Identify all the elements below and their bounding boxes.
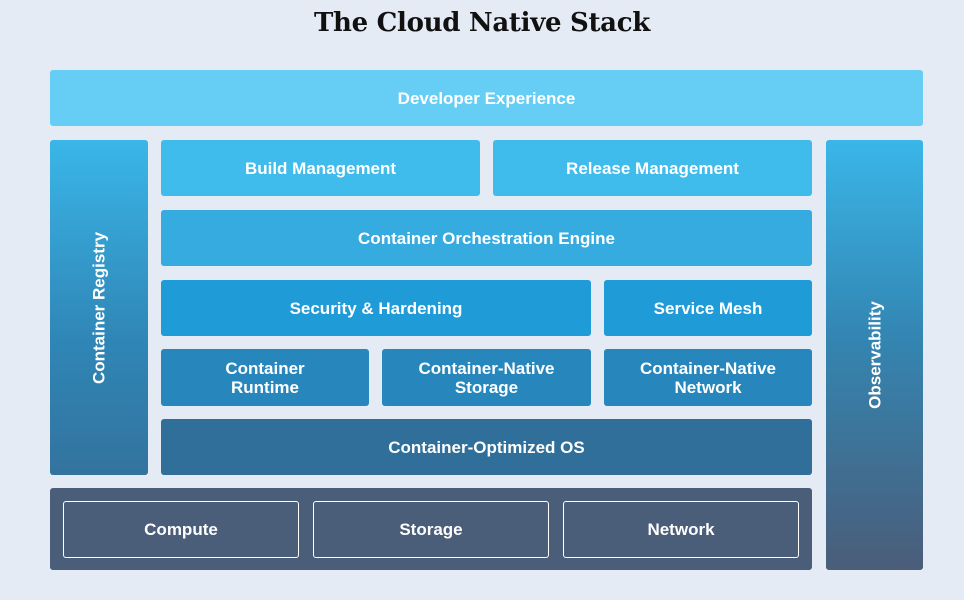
release-management-label: Release Management bbox=[566, 158, 739, 178]
container-optimized-os-label: Container-Optimized OS bbox=[388, 437, 585, 457]
security-hardening-box: Security & Hardening bbox=[161, 280, 591, 336]
orchestration-engine-label: Container Orchestration Engine bbox=[358, 228, 615, 248]
release-management-box: Release Management bbox=[493, 140, 812, 196]
container-registry-label: Container Registry bbox=[89, 231, 109, 384]
infrastructure-layer: Compute Storage Network bbox=[50, 488, 812, 570]
service-mesh-label: Service Mesh bbox=[653, 298, 763, 318]
build-management-label: Build Management bbox=[244, 158, 397, 178]
orchestration-engine-box: Container Orchestration Engine bbox=[161, 210, 812, 266]
container-native-storage-box: Container-Native Storage bbox=[382, 349, 591, 406]
network-box: Network bbox=[563, 501, 799, 558]
container-runtime-box: Container Runtime bbox=[161, 349, 369, 406]
container-optimized-os-box: Container-Optimized OS bbox=[161, 419, 812, 475]
developer-experience-label: Developer Experience bbox=[397, 88, 576, 108]
container-registry-column: Container Registry bbox=[50, 140, 148, 475]
security-hardening-label: Security & Hardening bbox=[289, 298, 463, 318]
observability-column: Observability bbox=[826, 140, 923, 570]
container-native-storage-label: Container-Native Storage bbox=[418, 358, 555, 397]
network-label: Network bbox=[647, 519, 715, 539]
container-native-network-box: Container-Native Network bbox=[604, 349, 812, 406]
build-management-box: Build Management bbox=[161, 140, 480, 196]
storage-label: Storage bbox=[399, 519, 463, 539]
diagram-title: The Cloud Native Stack bbox=[314, 8, 650, 38]
container-native-network-label: Container-Native Network bbox=[639, 358, 777, 397]
developer-experience-layer: Developer Experience bbox=[50, 70, 923, 126]
service-mesh-box: Service Mesh bbox=[604, 280, 812, 336]
compute-label: Compute bbox=[144, 519, 218, 539]
storage-box: Storage bbox=[313, 501, 549, 558]
container-runtime-label: Container Runtime bbox=[225, 358, 305, 397]
observability-label: Observability bbox=[865, 301, 884, 409]
compute-box: Compute bbox=[63, 501, 299, 558]
